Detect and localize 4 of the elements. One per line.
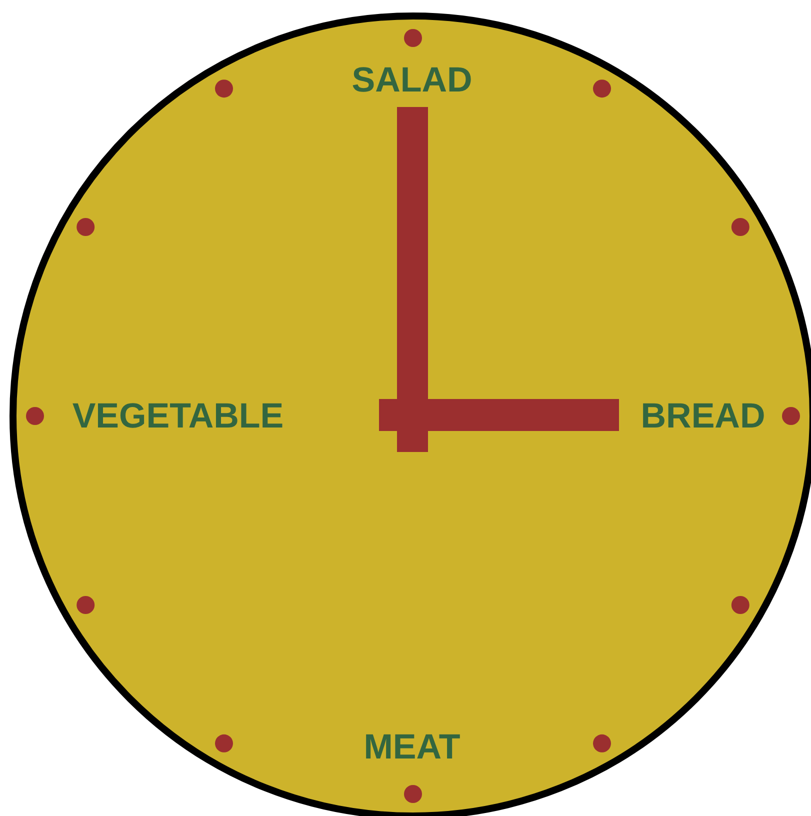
dial-label: BREAD — [640, 398, 766, 434]
dial-label: SALAD — [352, 62, 472, 98]
dial-label: VEGETABLE — [72, 398, 284, 434]
dial-label: MEAT — [364, 730, 460, 764]
